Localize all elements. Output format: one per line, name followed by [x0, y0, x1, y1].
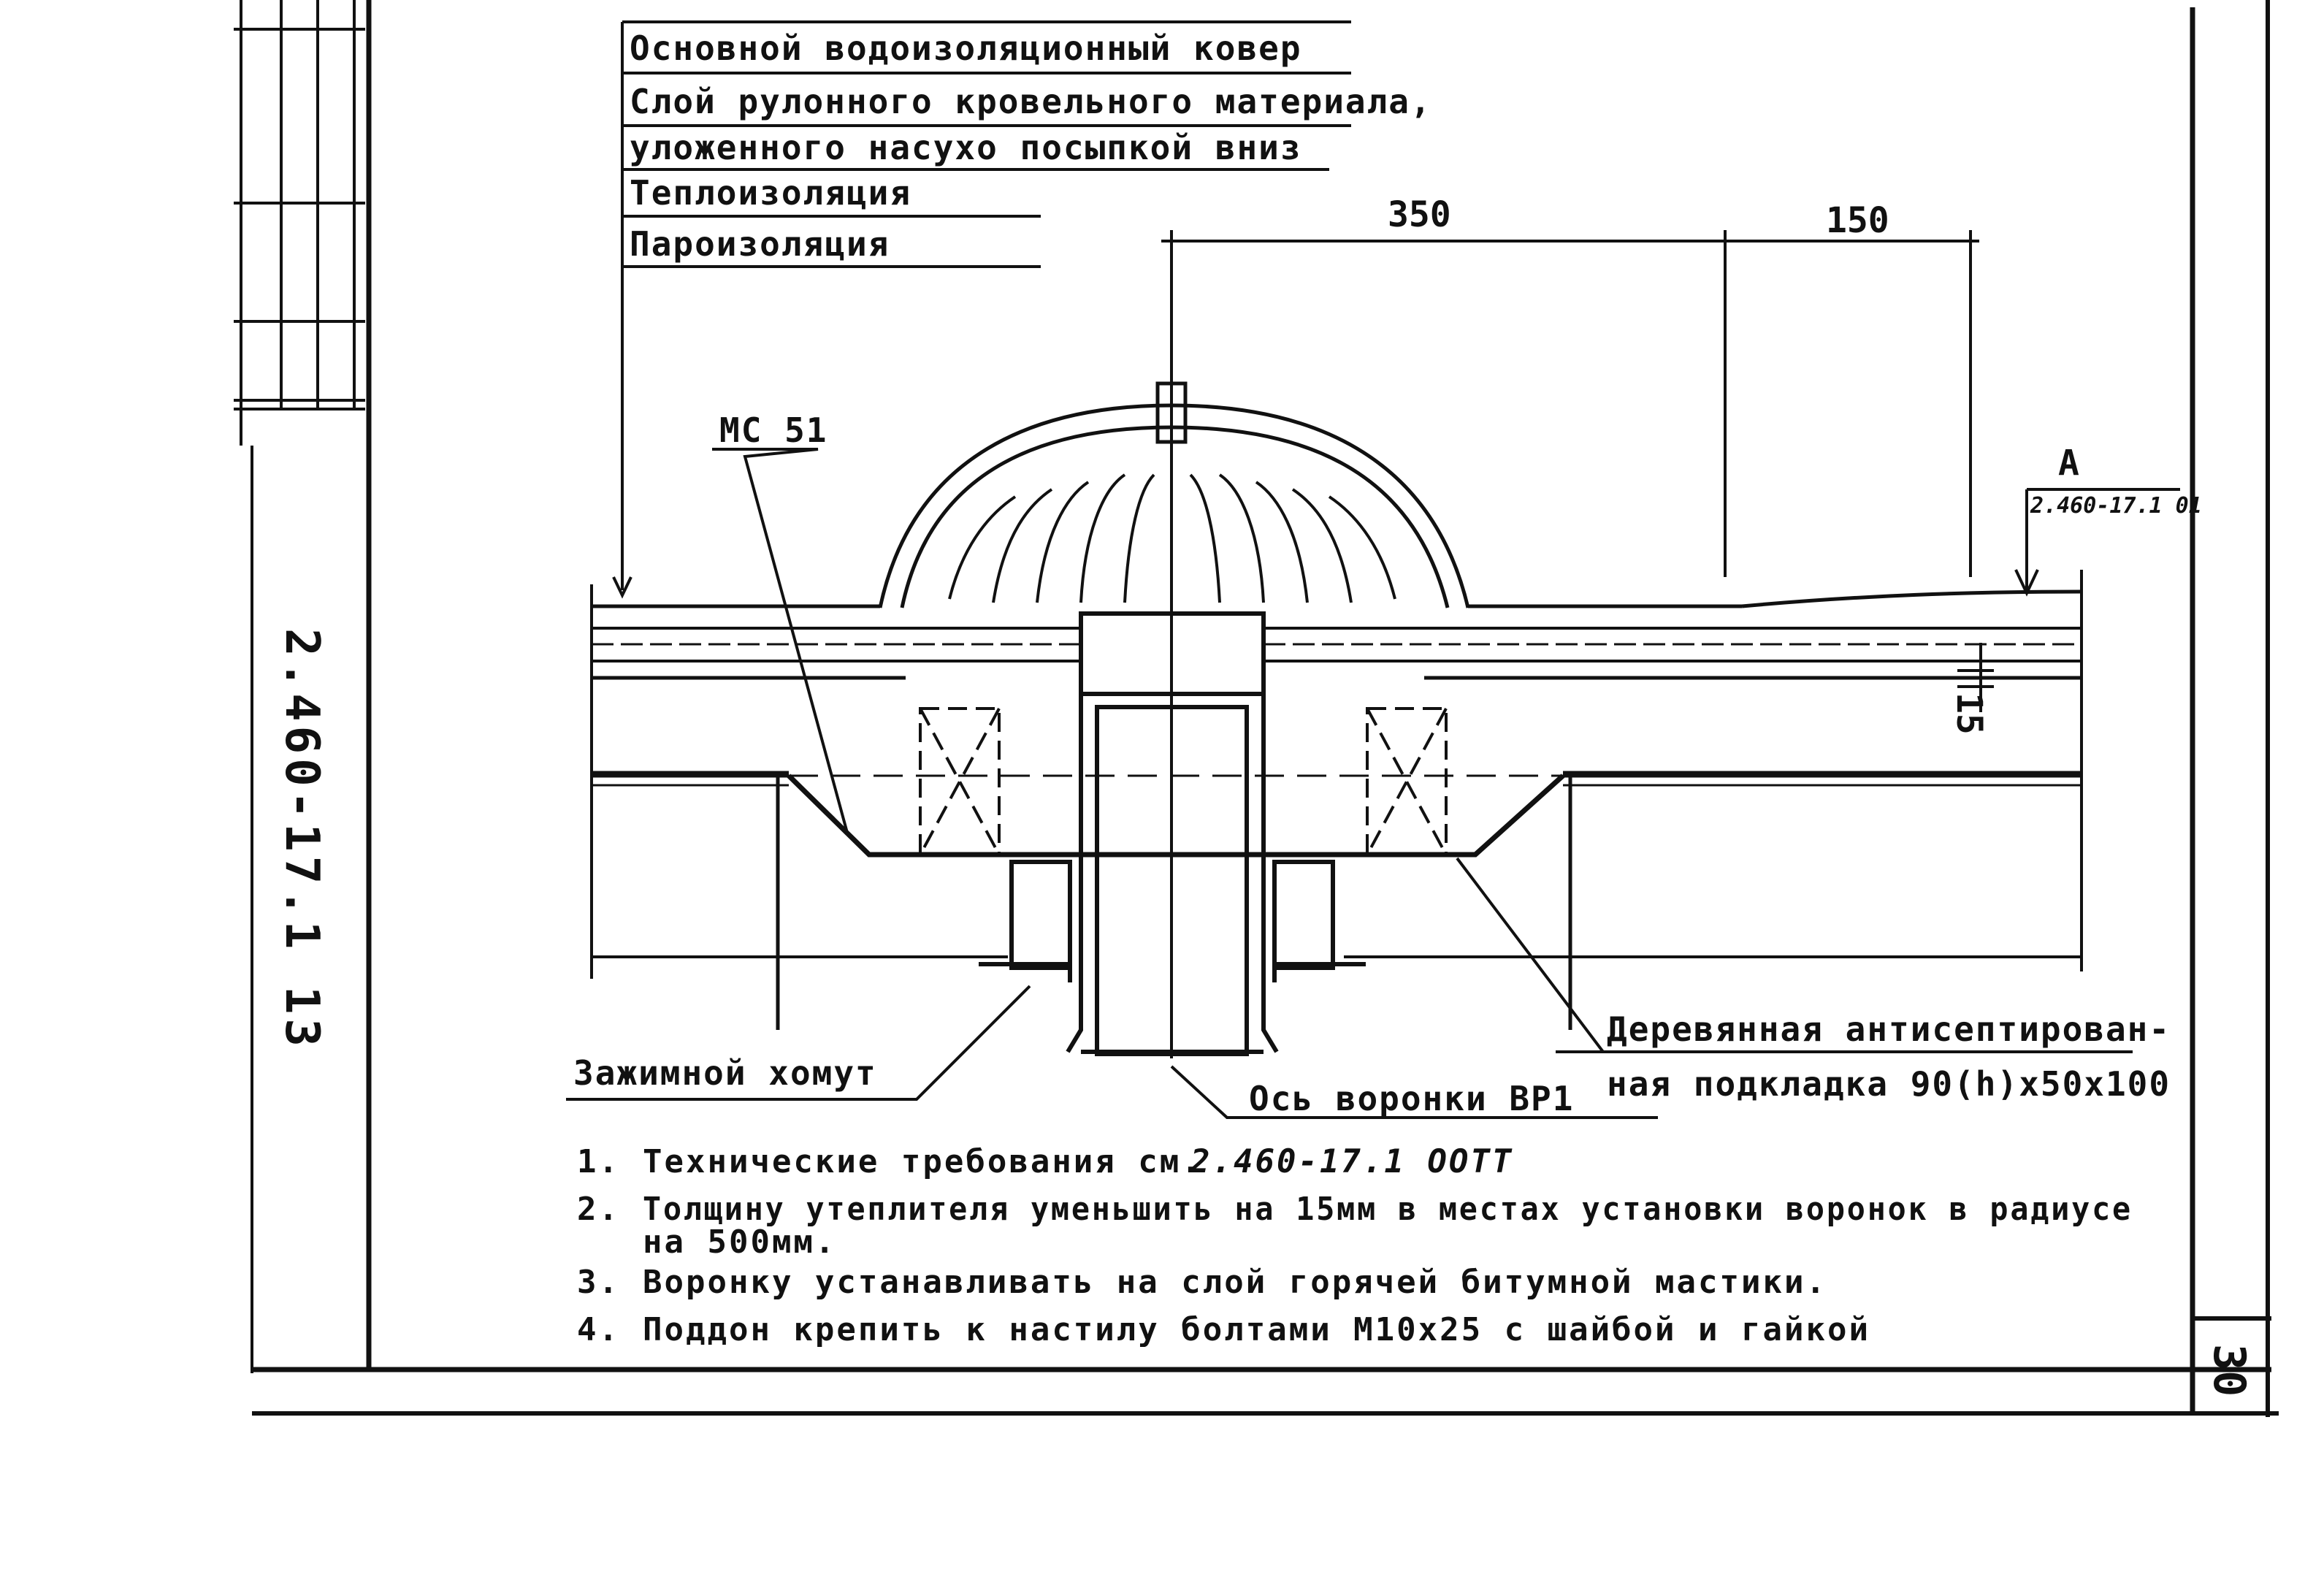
note-4-text: Поддон крепить к настилу болтами М10x25 …: [643, 1311, 1870, 1348]
leader-lines: [566, 448, 2133, 1101]
drawing-code: 2.460-17.1 13: [275, 628, 329, 1051]
note-1-reference: 2.460-17.1 ООТТ: [1190, 1143, 1513, 1180]
section-reference: 2.460-17.1 01: [2030, 493, 2202, 519]
dome-grate: [878, 381, 1470, 608]
page-number: 30: [2203, 1344, 2255, 1397]
pad-label-line-1: Деревянная антисептирован-: [1607, 1009, 2171, 1049]
dimension-lines: [1161, 230, 1994, 1052]
note-2-text: Толщину утеплителя уменьшить на 15мм в м…: [643, 1191, 2133, 1228]
roof-layers: [590, 570, 2083, 1030]
legend-line-1: Основной водоизоляционный ковер: [630, 28, 1302, 68]
note-2-continuation: на 500мм.: [643, 1223, 836, 1261]
side-stamp: [234, 0, 365, 1373]
clamp-label: Зажимной хомут: [573, 1053, 877, 1093]
note-3-number: 3.: [577, 1264, 620, 1301]
dim-150: 150: [1826, 200, 1889, 241]
legend-line-4: Теплоизоляция: [630, 173, 911, 213]
wooden-pad-left: [919, 707, 1001, 856]
legend-line-5: Пароизоляция: [630, 224, 890, 264]
pad-label-line-2: ная подкладка 90(h)x50x100: [1607, 1064, 2171, 1104]
technical-notes: 1. Технические требования см. 2.460-17.1…: [577, 1143, 2133, 1348]
note-4-number: 4.: [577, 1311, 620, 1348]
legend-line-2: Слой рулонного кровельного материала,: [630, 82, 1432, 121]
note-1-number: 1.: [577, 1143, 620, 1180]
wooden-pad-right: [1366, 707, 1448, 856]
axis-label: Ось воронки ВР1: [1249, 1079, 1574, 1118]
note-3-text: Воронку устанавливать на слой горячей би…: [643, 1264, 1827, 1301]
dim-15: 15: [1949, 692, 1989, 735]
note-2-number: 2.: [577, 1191, 620, 1228]
mc51-label: МС 51: [719, 411, 827, 450]
sheet-frame: [252, 0, 2279, 1417]
note-1-text: Технические требования см.: [643, 1143, 1203, 1180]
funnel-axis: [1170, 376, 1658, 1119]
legend-leaders: [612, 20, 1351, 599]
dim-350: 350: [1388, 194, 1451, 235]
legend-line-3: уложенного насухо посыпкой вниз: [630, 128, 1302, 167]
section-letter: А: [2058, 443, 2079, 484]
